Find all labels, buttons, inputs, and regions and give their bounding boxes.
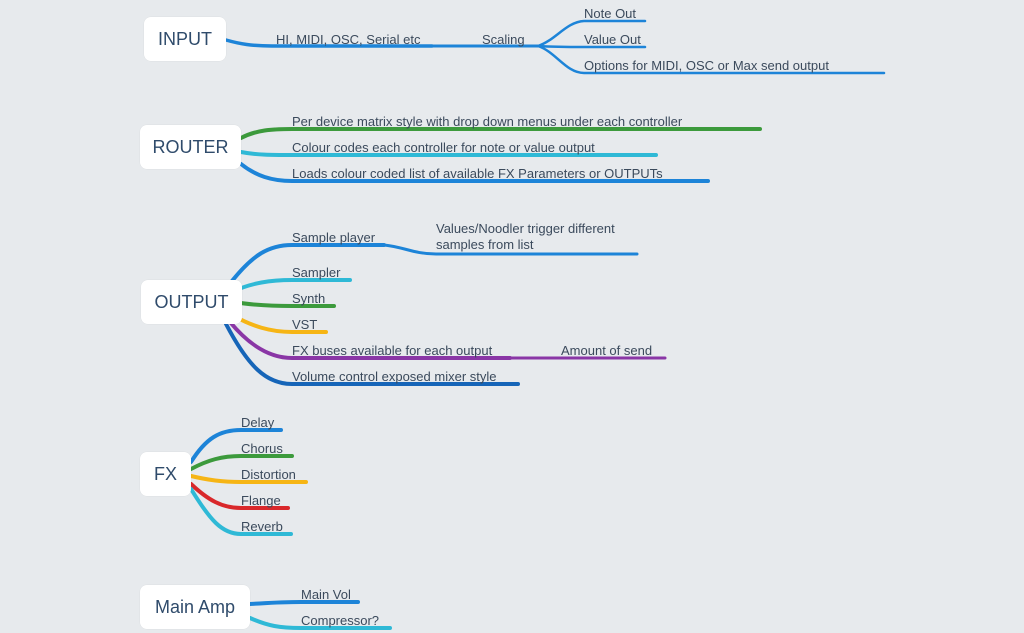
node-output[interactable]: OUTPUT — [141, 280, 242, 324]
branch-distortion — [189, 474, 308, 484]
label-flange[interactable]: Flange — [241, 493, 281, 508]
branch-volume — [224, 322, 520, 386]
label-fx-buses[interactable]: FX buses available for each output — [292, 343, 493, 358]
label-chorus[interactable]: Chorus — [241, 441, 283, 456]
label-scaling[interactable]: Scaling — [482, 32, 525, 47]
branch-reverb — [189, 487, 293, 536]
label-router-colour[interactable]: Colour codes each controller for note or… — [292, 140, 595, 155]
branch-value-out — [536, 44, 647, 49]
branch-router-matrix — [239, 127, 762, 140]
node-input[interactable]: INPUT — [144, 17, 226, 61]
label-sample-player-detail[interactable]: Values/Noodler trigger different samples… — [436, 221, 615, 252]
branch-sample-player — [230, 243, 386, 283]
branch-main-vol — [248, 600, 360, 606]
label-vst[interactable]: VST — [292, 317, 318, 332]
branch-chorus — [189, 454, 294, 471]
branch-input-protocols — [224, 38, 434, 48]
label-synth[interactable]: Synth — [292, 291, 326, 306]
label-main-vol[interactable]: Main Vol — [301, 587, 351, 602]
branch-sampler — [232, 278, 352, 293]
branch-router-loads — [239, 162, 710, 183]
label-reverb[interactable]: Reverb — [241, 519, 283, 534]
label-note-out[interactable]: Note Out — [584, 6, 637, 21]
label-router-loads[interactable]: Loads colour coded list of available FX … — [292, 166, 663, 181]
node-fx[interactable]: FX — [140, 452, 191, 496]
branch-router-colour — [239, 150, 658, 157]
branch-fx-buses — [228, 320, 512, 360]
branch-delay — [189, 428, 283, 464]
label-sampler[interactable]: Sampler — [292, 265, 341, 280]
branch-compressor — [248, 616, 392, 630]
label-router-matrix[interactable]: Per device matrix style with drop down m… — [292, 114, 683, 129]
branch-flange — [189, 482, 290, 510]
label-amount-of-send[interactable]: Amount of send — [561, 343, 653, 358]
label-distortion[interactable]: Distortion — [241, 467, 296, 482]
label-input-protocols[interactable]: HI, MIDI, OSC, Serial etc — [276, 32, 421, 47]
branch-note-out — [536, 19, 647, 48]
branch-sample-player-detail — [382, 243, 639, 256]
label-delay[interactable]: Delay — [241, 415, 275, 430]
node-router[interactable]: ROUTER — [140, 125, 241, 169]
label-compressor[interactable]: Compressor? — [301, 613, 380, 628]
label-sample-player[interactable]: Sample player — [292, 230, 376, 245]
branch-options — [536, 44, 886, 75]
label-value-out[interactable]: Value Out — [584, 32, 641, 47]
label-volume[interactable]: Volume control exposed mixer style — [292, 369, 497, 384]
label-options[interactable]: Options for MIDI, OSC or Max send output — [584, 58, 829, 73]
node-main-amp[interactable]: Main Amp — [140, 585, 250, 629]
